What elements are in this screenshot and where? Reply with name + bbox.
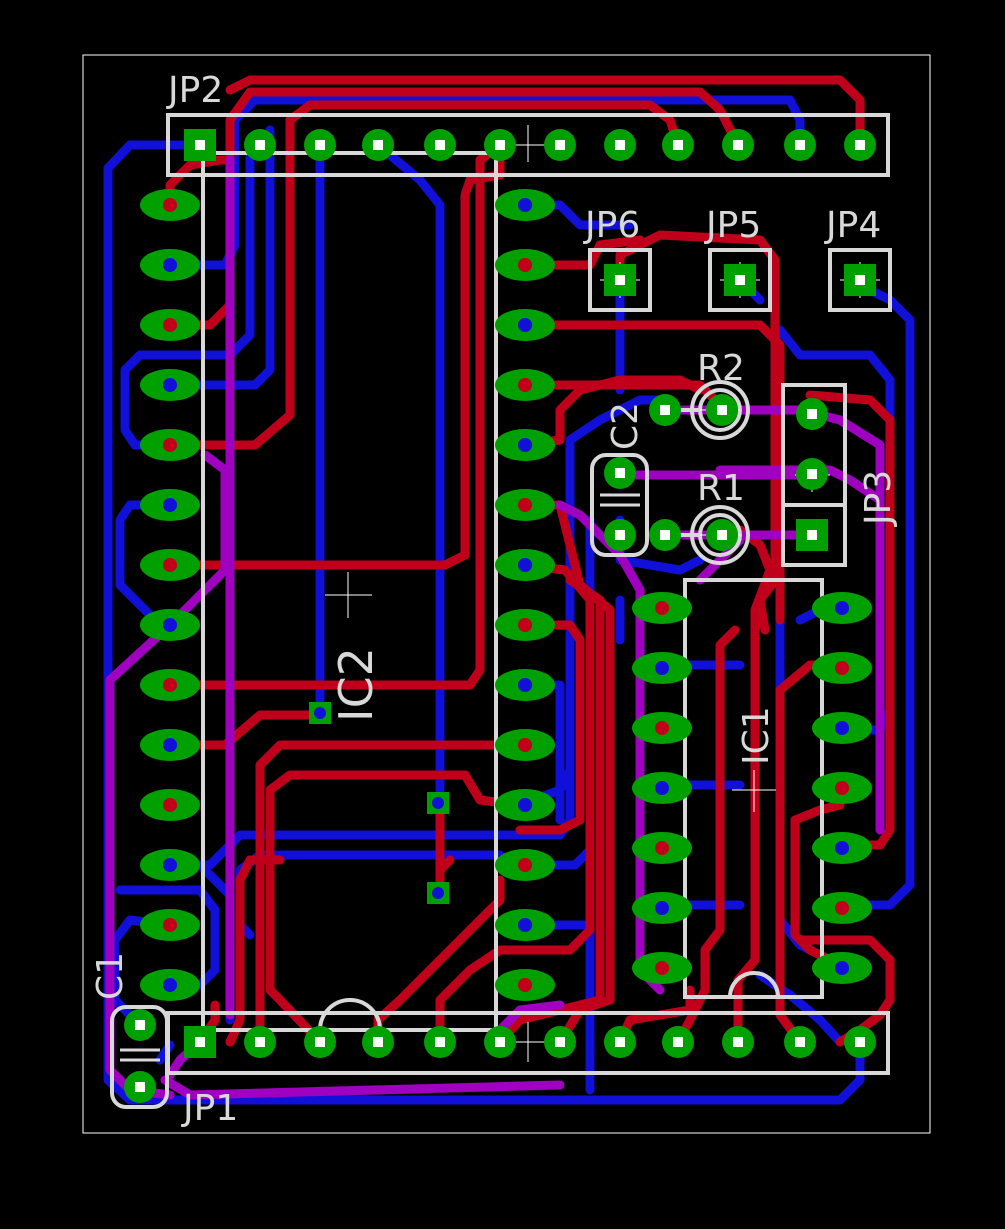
label-c1: C1 [90,952,131,1000]
ic2-outline [201,151,498,1032]
label-ic2: IC2 [329,647,383,722]
component-labels: JP2 JP1 JP6 JP5 JP4 R2 R1 JP3 C2 C1 IC2 … [90,70,899,1129]
ic1-notch [728,971,780,998]
label-r2: R2 [697,348,745,389]
label-ic1: IC1 [736,706,777,765]
label-jp6: JP6 [583,205,640,246]
label-jp3: JP3 [858,470,899,527]
pads [124,129,876,1103]
label-c2: C2 [605,402,646,450]
label-jp5: JP5 [704,205,761,246]
c1-outline [110,1005,169,1109]
jp3-outline [781,383,847,567]
label-jp1: JP1 [181,1088,238,1129]
jp4-outline [828,248,892,312]
label-jp4: JP4 [824,205,881,246]
ic2-notch [318,998,382,1031]
jp2-outline [166,113,890,177]
c2-outline [590,453,649,557]
label-r1: R1 [697,468,745,509]
jp5-outline [708,248,772,312]
jp6-outline [588,248,652,312]
label-jp2: JP2 [166,70,223,111]
board-outline [82,54,931,1134]
